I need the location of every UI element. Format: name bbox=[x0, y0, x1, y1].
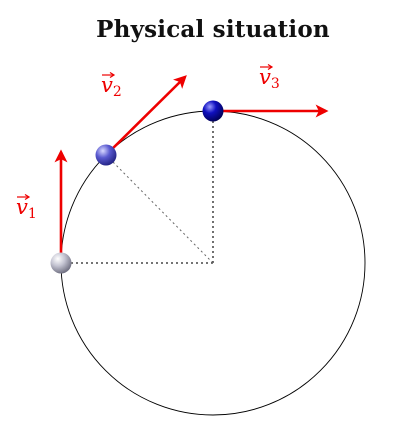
vector-label-2-subscript: 2 bbox=[113, 84, 122, 100]
figure-title: Physical situation bbox=[96, 16, 330, 43]
vector-label-2: v2 bbox=[101, 71, 122, 100]
diagonal-radius-guide bbox=[105, 154, 214, 264]
ball-position-3 bbox=[202, 100, 224, 122]
vector-label-1-symbol: v bbox=[16, 195, 28, 219]
svg-text:v3: v3 bbox=[259, 65, 280, 92]
vector-label-2-arrowhead bbox=[109, 71, 116, 79]
vector-label-2-symbol: v bbox=[101, 73, 113, 97]
svg-text:v2: v2 bbox=[101, 73, 122, 100]
vector-label-1-subscript: 1 bbox=[28, 206, 37, 222]
ball-position-2 bbox=[95, 144, 117, 166]
vector-label-1: v1 bbox=[16, 193, 37, 222]
vector-label-3-subscript: 3 bbox=[271, 76, 280, 92]
svg-text:v1: v1 bbox=[16, 195, 37, 222]
velocity-vector-2 bbox=[105, 75, 187, 156]
ball-position-1 bbox=[50, 252, 72, 274]
vector-label-3-arrowhead bbox=[267, 63, 274, 71]
vector-label-3: v3 bbox=[259, 63, 280, 92]
vector-label-1-arrowhead bbox=[24, 193, 31, 201]
vector-label-3-symbol: v bbox=[259, 65, 271, 89]
